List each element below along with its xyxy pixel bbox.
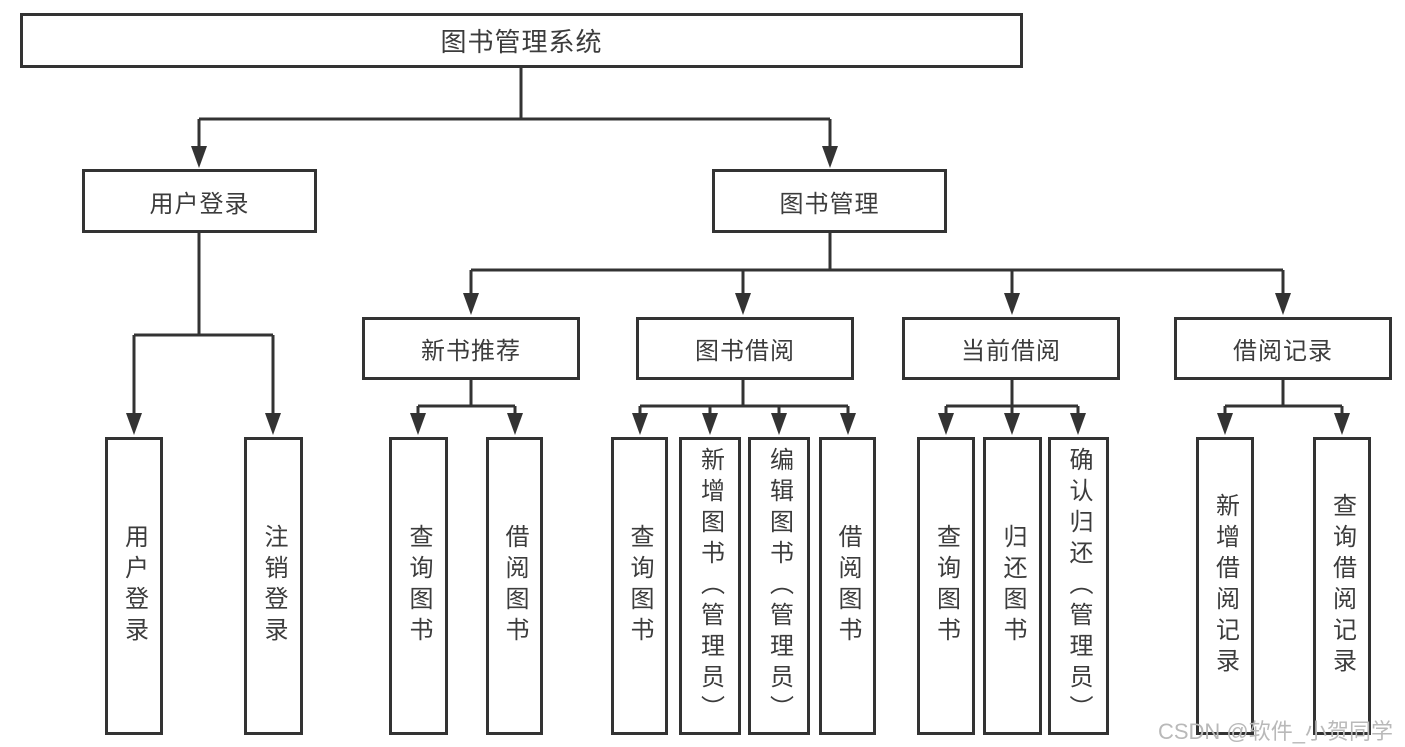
node-book-borrow: 图书借阅 [636, 317, 854, 380]
node-book-management-module-label: 图书管理 [779, 190, 880, 218]
node-new-book-recommend: 新书推荐 [362, 317, 580, 380]
connector-book-mgmt-branch [469, 233, 1285, 298]
node-library-system-label: 图书管理系统 [440, 27, 603, 57]
leaf-return-book-label: 归还图书 [999, 524, 1026, 648]
leaf-add-book-admin: 新增图书（管理员） [679, 437, 741, 735]
node-current-borrow-label: 当前借阅 [961, 338, 1061, 365]
leaf-add-book-admin-label: 新增图书（管理员） [696, 446, 724, 726]
connector-borrow-branch [638, 380, 850, 418]
arrowhead [1334, 413, 1350, 435]
node-book-management-module: 图书管理 [712, 169, 947, 233]
arrowhead [191, 146, 207, 168]
arrowhead [771, 413, 787, 435]
connector-newbook-branch [416, 380, 517, 418]
leaf-logout-label: 注销登录 [260, 524, 287, 648]
leaf-query-book-2: 查询图书 [611, 437, 668, 735]
leaf-query-book-1: 查询图书 [389, 437, 448, 735]
node-new-book-recommend-label: 新书推荐 [421, 338, 521, 365]
node-current-borrow: 当前借阅 [902, 317, 1120, 380]
leaf-query-book-3-label: 查询图书 [932, 524, 960, 648]
arrowhead [822, 146, 838, 168]
leaf-query-borrow-record-label: 查询借阅记录 [1328, 493, 1356, 679]
arrowhead [735, 293, 751, 315]
leaf-user-login: 用户登录 [105, 437, 163, 735]
arrowhead [126, 413, 142, 435]
leaf-borrow-book-2-label: 借阅图书 [834, 524, 861, 648]
leaf-return-book: 归还图书 [983, 437, 1042, 735]
watermark: CSDN @软件_小贺同学 [1157, 719, 1393, 744]
leaf-confirm-return-admin-label: 确认归还（管理员） [1065, 446, 1092, 726]
leaf-query-book-2-label: 查询图书 [626, 524, 653, 648]
arrowhead [1004, 413, 1020, 435]
arrowhead [1070, 413, 1086, 435]
node-book-borrow-label: 图书借阅 [695, 338, 795, 365]
arrowhead [632, 413, 648, 435]
arrowhead [1275, 293, 1291, 315]
leaf-edit-book-admin: 编辑图书（管理员） [748, 437, 810, 735]
connector-user-login-branch [132, 233, 275, 418]
arrowhead [840, 413, 856, 435]
connector-root-branch [197, 68, 832, 150]
node-library-system: 图书管理系统 [20, 13, 1023, 68]
node-borrow-records: 借阅记录 [1174, 317, 1392, 380]
arrowhead [410, 413, 426, 435]
leaf-user-login-label: 用户登录 [120, 524, 148, 648]
arrowhead [702, 413, 718, 435]
node-user-login-module: 用户登录 [82, 169, 317, 233]
leaf-borrow-book-1: 借阅图书 [486, 437, 543, 735]
arrowhead [463, 293, 479, 315]
leaf-confirm-return-admin: 确认归还（管理员） [1048, 437, 1109, 735]
leaf-edit-book-admin-label: 编辑图书（管理员） [765, 446, 793, 726]
node-borrow-records-label: 借阅记录 [1233, 338, 1333, 365]
leaf-add-borrow-record: 新增借阅记录 [1196, 437, 1254, 735]
leaf-logout: 注销登录 [244, 437, 303, 735]
arrowhead [265, 413, 281, 435]
arrowhead [1217, 413, 1233, 435]
arrowhead [938, 413, 954, 435]
arrowhead [1004, 293, 1020, 315]
leaf-borrow-book-2: 借阅图书 [819, 437, 876, 735]
leaf-query-book-1-label: 查询图书 [405, 524, 432, 648]
connector-current-branch [944, 380, 1080, 418]
leaf-borrow-book-1-label: 借阅图书 [501, 524, 528, 648]
arrowhead [507, 413, 523, 435]
connector-records-branch [1223, 380, 1344, 418]
leaf-query-borrow-record: 查询借阅记录 [1313, 437, 1371, 735]
leaf-query-book-3: 查询图书 [917, 437, 975, 735]
leaf-add-borrow-record-label: 新增借阅记录 [1211, 493, 1239, 679]
node-user-login-module-label: 用户登录 [149, 190, 250, 218]
